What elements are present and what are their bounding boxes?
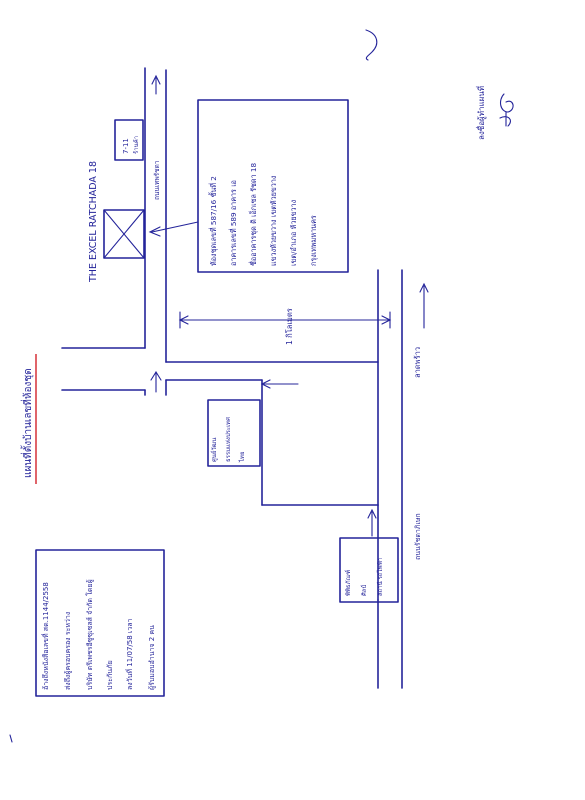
store-sub: ร้านค้า <box>133 136 140 154</box>
pointer-arrow <box>148 226 161 237</box>
info-line-4: แขวงห้วยขวาง เขตห้วยขวาง <box>269 176 278 266</box>
info-box <box>197 99 349 273</box>
left-line-2: ส่งถึงผู้ครอบครอง ระหว่าง <box>63 612 72 690</box>
small-box-2-line-2: ศิลป์ <box>360 585 368 597</box>
pointer-line <box>151 221 199 233</box>
road-top-label: ถนนเทพรัชดา <box>153 160 161 200</box>
road-bottom-label: ถนนรัชดาภิเษก <box>414 513 422 560</box>
left-line-3: บริษัท ตรีเพชรอีซูซุเซลส์ จำกัด โดยผู้ <box>85 579 94 690</box>
top-road-arrow-head <box>151 74 161 85</box>
map-title: แผนที่ตั้งบ้านเลขที่ห้องชุด <box>20 368 34 478</box>
info-line-3: ชื่ออาคารชุด ดิ เอ็กเซล รัชดา 18 <box>248 163 258 266</box>
store-box <box>114 119 144 161</box>
left-info-box <box>35 549 165 697</box>
margin-mark <box>9 734 13 743</box>
small-box-1-line-3: ไทย <box>238 452 246 464</box>
left-line-4: ประกันภัย <box>106 660 114 690</box>
building-marker <box>103 209 145 259</box>
left-line-5: ลงวันที่ 11/07/58 เวลา <box>125 618 134 690</box>
info-line-2: อาคารเลขที่ 589 อาคาร เอ <box>229 180 238 266</box>
small-box-2-line-1: พิพิธภัณฑ์ <box>344 570 352 596</box>
pen-mark <box>365 29 378 61</box>
distance-arrow-right <box>381 315 392 325</box>
left-line-1: อ้างถึงหนังสือเลขที่ สด.1144/2558 <box>41 582 50 690</box>
bottom-road-arrow-head <box>419 282 429 293</box>
signature-label: ลงชื่อผู้ทำแผนที่ <box>475 86 487 140</box>
info-line-5: เขต/อำเภอ ห้วยขวาง <box>289 200 298 266</box>
left-line-6: ผู้รับมอบอำนาจ 2 คน <box>148 625 156 690</box>
distance-arrow-left <box>178 315 189 325</box>
signature-scribble <box>499 93 514 127</box>
direction-label: ลาดพร้าว <box>413 347 422 378</box>
small-box-1 <box>207 399 261 467</box>
small-box-2 <box>339 537 399 603</box>
building-cross-b <box>103 209 145 259</box>
building-name: THE EXCEL RATCHADA 18 <box>88 161 99 283</box>
info-line-6: กรุงเทพมหานคร <box>309 215 318 266</box>
route-arrow-head <box>260 379 271 389</box>
info-line-1: ห้องชุดเลขที่ 587/16 ชั้นที่ 2 <box>208 176 218 266</box>
store-label: 7-11 <box>122 138 130 154</box>
distance-label: 1 กิโลเมตร <box>285 308 294 345</box>
small-box-2-line-3: สถานี รถไฟฟ้า <box>376 558 384 596</box>
lower-arrow-head <box>367 508 377 519</box>
small-box-1-line-2: ธรรมแห่งประเทศ <box>225 417 232 462</box>
small-box-1-line-1: ศูนย์วัฒน <box>210 438 218 462</box>
